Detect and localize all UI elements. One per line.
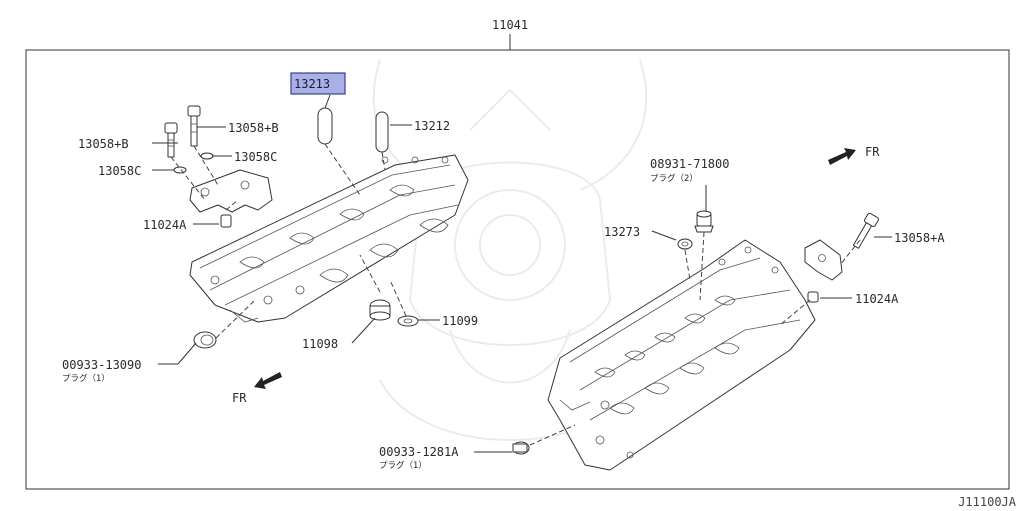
front-label-right: FR [865,145,880,159]
seal-11098[interactable] [369,299,391,321]
part-label-13212[interactable]: 13212 [414,119,450,133]
reference-code: J11100JA [958,495,1016,509]
leader-lines [152,94,892,453]
washer-13273[interactable] [677,238,693,250]
part-sublabel-08931: プラグ（2） [650,173,698,184]
bracket-right[interactable] [804,239,843,281]
front-arrow-left [254,372,282,389]
part-label-00933-13090[interactable]: 00933-13090 [62,358,141,372]
part-label-11099[interactable]: 11099 [442,314,478,328]
part-label-13058b-top[interactable]: 13058+B [228,121,279,135]
part-13213-tube[interactable] [317,107,333,145]
plug-00933-13090[interactable] [193,331,217,349]
seal-11099[interactable] [397,315,419,327]
washer-13058c-right[interactable] [200,152,214,160]
part-label-13058c-right[interactable]: 13058C [234,150,277,164]
plug-08931-71800[interactable] [694,210,714,233]
part-label-13273[interactable]: 13273 [604,225,640,239]
bolt-13058a[interactable] [851,212,879,250]
part-13212-tube[interactable] [375,111,389,153]
part-sublabel-00933-13090: プラグ（1） [62,373,110,384]
assembly-number: 11041 [492,18,528,32]
bracket-left[interactable] [189,169,273,213]
dowel-11024a-right[interactable] [807,291,819,303]
bolt-13058b-top[interactable] [187,105,201,147]
diagram-frame [25,49,1010,490]
part-label-08931-71800[interactable]: 08931-71800 [650,157,729,171]
assembly-guides [170,143,861,446]
part-label-13058a[interactable]: 13058+A [894,231,945,245]
part-label-13058c-left[interactable]: 13058C [98,164,141,178]
front-label-left: FR [232,391,247,405]
part-label-11024a-left[interactable]: 11024A [143,218,187,232]
part-label-13058b-left[interactable]: 13058+B [78,137,129,151]
cylinder-head-right[interactable] [547,239,816,471]
bolt-13058b-left[interactable] [164,122,178,158]
cylinder-head-left[interactable] [189,154,469,323]
dowel-11024a-left[interactable] [220,214,232,228]
front-arrow-right [828,148,856,165]
part-label-00933-1281a[interactable]: 00933-1281A [379,445,459,459]
svg-text:13213: 13213 [294,77,330,91]
part-sublabel-00933-1281a: プラグ（1） [379,460,427,471]
washer-13058c-left[interactable] [173,166,187,174]
part-label-11024a-right[interactable]: 11024A [855,292,899,306]
plug-00933-1281a[interactable] [512,441,530,455]
part-label-13213[interactable]: 13213 [290,72,346,95]
part-label-11098[interactable]: 11098 [302,337,338,351]
